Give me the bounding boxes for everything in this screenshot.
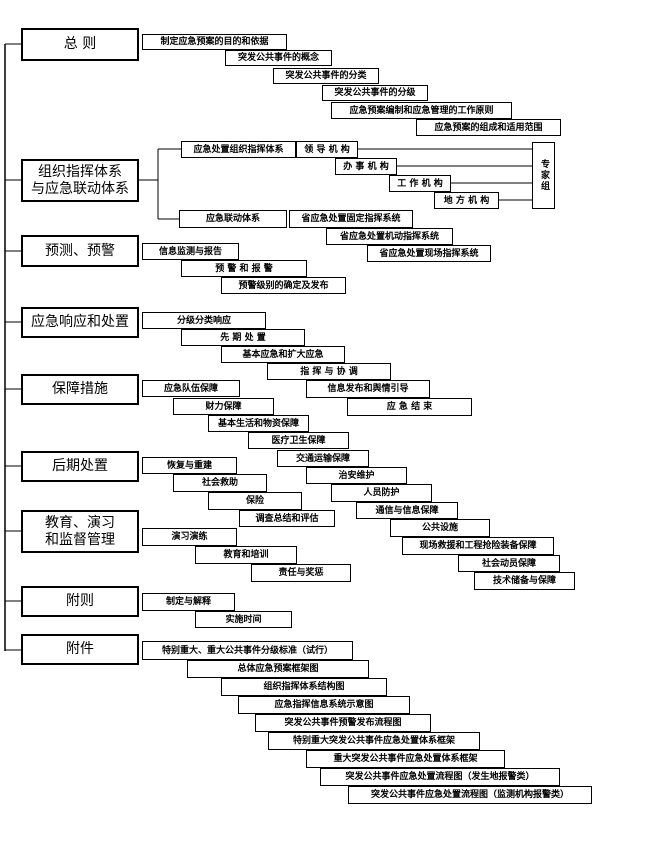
item-baozhang-8: 通信与信息保障	[356, 502, 458, 519]
item-jiaoyu-1: 演习演练	[142, 528, 237, 546]
item-fuze-2: 实施时间	[195, 611, 292, 628]
item-zuzhi-linkage-mobile: 省应急处置机动指挥系统	[326, 228, 453, 245]
item-zongze-2: 突发公共事件的概念	[225, 50, 332, 66]
item-fujian-5: 突发公共事件预警发布流程图	[255, 714, 431, 732]
item-zuzhi-leader: 领 导 机 构	[296, 141, 358, 158]
section-fujian: 附件	[21, 634, 139, 665]
item-baozhang-3: 基本生活和物资保障	[208, 415, 309, 432]
item-baozhang-9: 公共设施	[390, 519, 490, 537]
item-zongze-5: 应急预案编制和应急管理的工作原则	[331, 102, 512, 119]
item-houqi-2: 社会救助	[173, 474, 267, 492]
item-zuzhi-linkage: 应急联动体系	[179, 210, 287, 228]
item-houqi-4: 调查总结和评估	[239, 510, 335, 527]
section-zuzhi: 组织指挥体系 与应急联动体系	[21, 159, 139, 202]
item-yuce-1: 信息监测与报告	[142, 243, 239, 260]
item-fujian-4: 应急指挥信息系统示意图	[238, 696, 410, 714]
item-fujian-7: 重大突发公共事件应急处置体系框架	[306, 750, 505, 768]
item-baozhang-12: 技术储备与保障	[474, 572, 575, 590]
item-fujian-9: 突发公共事件应急处置流程图（监测机构报警类）	[348, 786, 592, 804]
item-xiangying-1: 分级分类响应	[142, 312, 266, 329]
section-xiangying: 应急响应和处置	[21, 307, 139, 338]
item-baozhang-1: 应急队伍保障	[142, 380, 240, 397]
item-baozhang-11: 社会动员保障	[458, 555, 560, 572]
item-yuce-3: 预警级别的确定及发布	[221, 277, 346, 294]
item-xiangying-2: 先 期 处 置	[181, 329, 305, 346]
section-baozhang: 保障措施	[21, 374, 139, 405]
item-xiangying-3: 基本应急和扩大应急	[221, 346, 345, 363]
item-zuzhi-command: 应急处置组织指挥体系	[181, 141, 296, 158]
item-baozhang-5: 交通运输保障	[277, 450, 369, 467]
item-fujian-3: 组织指挥体系结构图	[221, 678, 387, 696]
item-zuzhi-work: 工 作 机 构	[389, 175, 451, 192]
item-baozhang-7: 人员防护	[331, 484, 432, 502]
item-fujian-2: 总体应急预案框架图	[187, 660, 369, 678]
item-houqi-1: 恢复与重建	[142, 457, 237, 474]
item-zuzhi-linkage-fixed: 省应急处置固定指挥系统	[289, 210, 413, 228]
item-fujian-6: 特别重大突发公共事件应急处置体系框架	[268, 732, 480, 750]
item-xiangying-6: 应 急 结 束	[347, 398, 472, 416]
item-fuze-1: 制定与解释	[142, 593, 235, 611]
section-jiaoyu: 教育、演习 和监督管理	[21, 510, 139, 553]
item-houqi-3: 保险	[208, 492, 302, 510]
item-zuzhi-local: 地 方 机 构	[434, 192, 499, 209]
section-yuce: 预测、预警	[21, 235, 139, 267]
item-baozhang-6: 治安维护	[306, 467, 407, 484]
item-zuzhi-expert: 专家组	[532, 142, 555, 209]
item-zongze-6: 应急预案的组成和适用范围	[416, 119, 561, 136]
item-zuzhi-linkage-field: 省应急处置现场指挥系统	[367, 245, 491, 262]
item-jiaoyu-2: 教育和培训	[195, 546, 297, 564]
item-zongze-1: 制定应急预案的目的和依据	[142, 34, 287, 50]
item-zuzhi-office: 办 事 机 构	[335, 158, 397, 175]
item-jiaoyu-3: 责任与奖惩	[251, 564, 351, 582]
item-xiangying-4: 指 挥 与 协 调	[267, 363, 391, 380]
item-fujian-8: 突发公共事件应急处置流程图（发生地报警类）	[320, 768, 560, 786]
section-fuze: 附则	[21, 586, 139, 617]
item-yuce-2: 预 警 和 报 警	[181, 260, 307, 277]
item-zongze-3: 突发公共事件的分类	[273, 68, 379, 84]
item-xiangying-5: 信息发布和舆情引导	[306, 380, 430, 398]
item-baozhang-4: 医疗卫生保障	[248, 432, 349, 449]
section-zongze: 总 则	[21, 28, 139, 61]
item-baozhang-10: 现场救援和工程抢险装备保障	[402, 537, 554, 555]
item-baozhang-2: 财力保障	[173, 398, 274, 415]
item-zongze-4: 突发公共事件的分级	[322, 85, 428, 101]
item-fujian-1: 特别重大、重大公共事件分级标准（试行）	[142, 641, 353, 660]
section-houqi: 后期处置	[21, 451, 139, 482]
